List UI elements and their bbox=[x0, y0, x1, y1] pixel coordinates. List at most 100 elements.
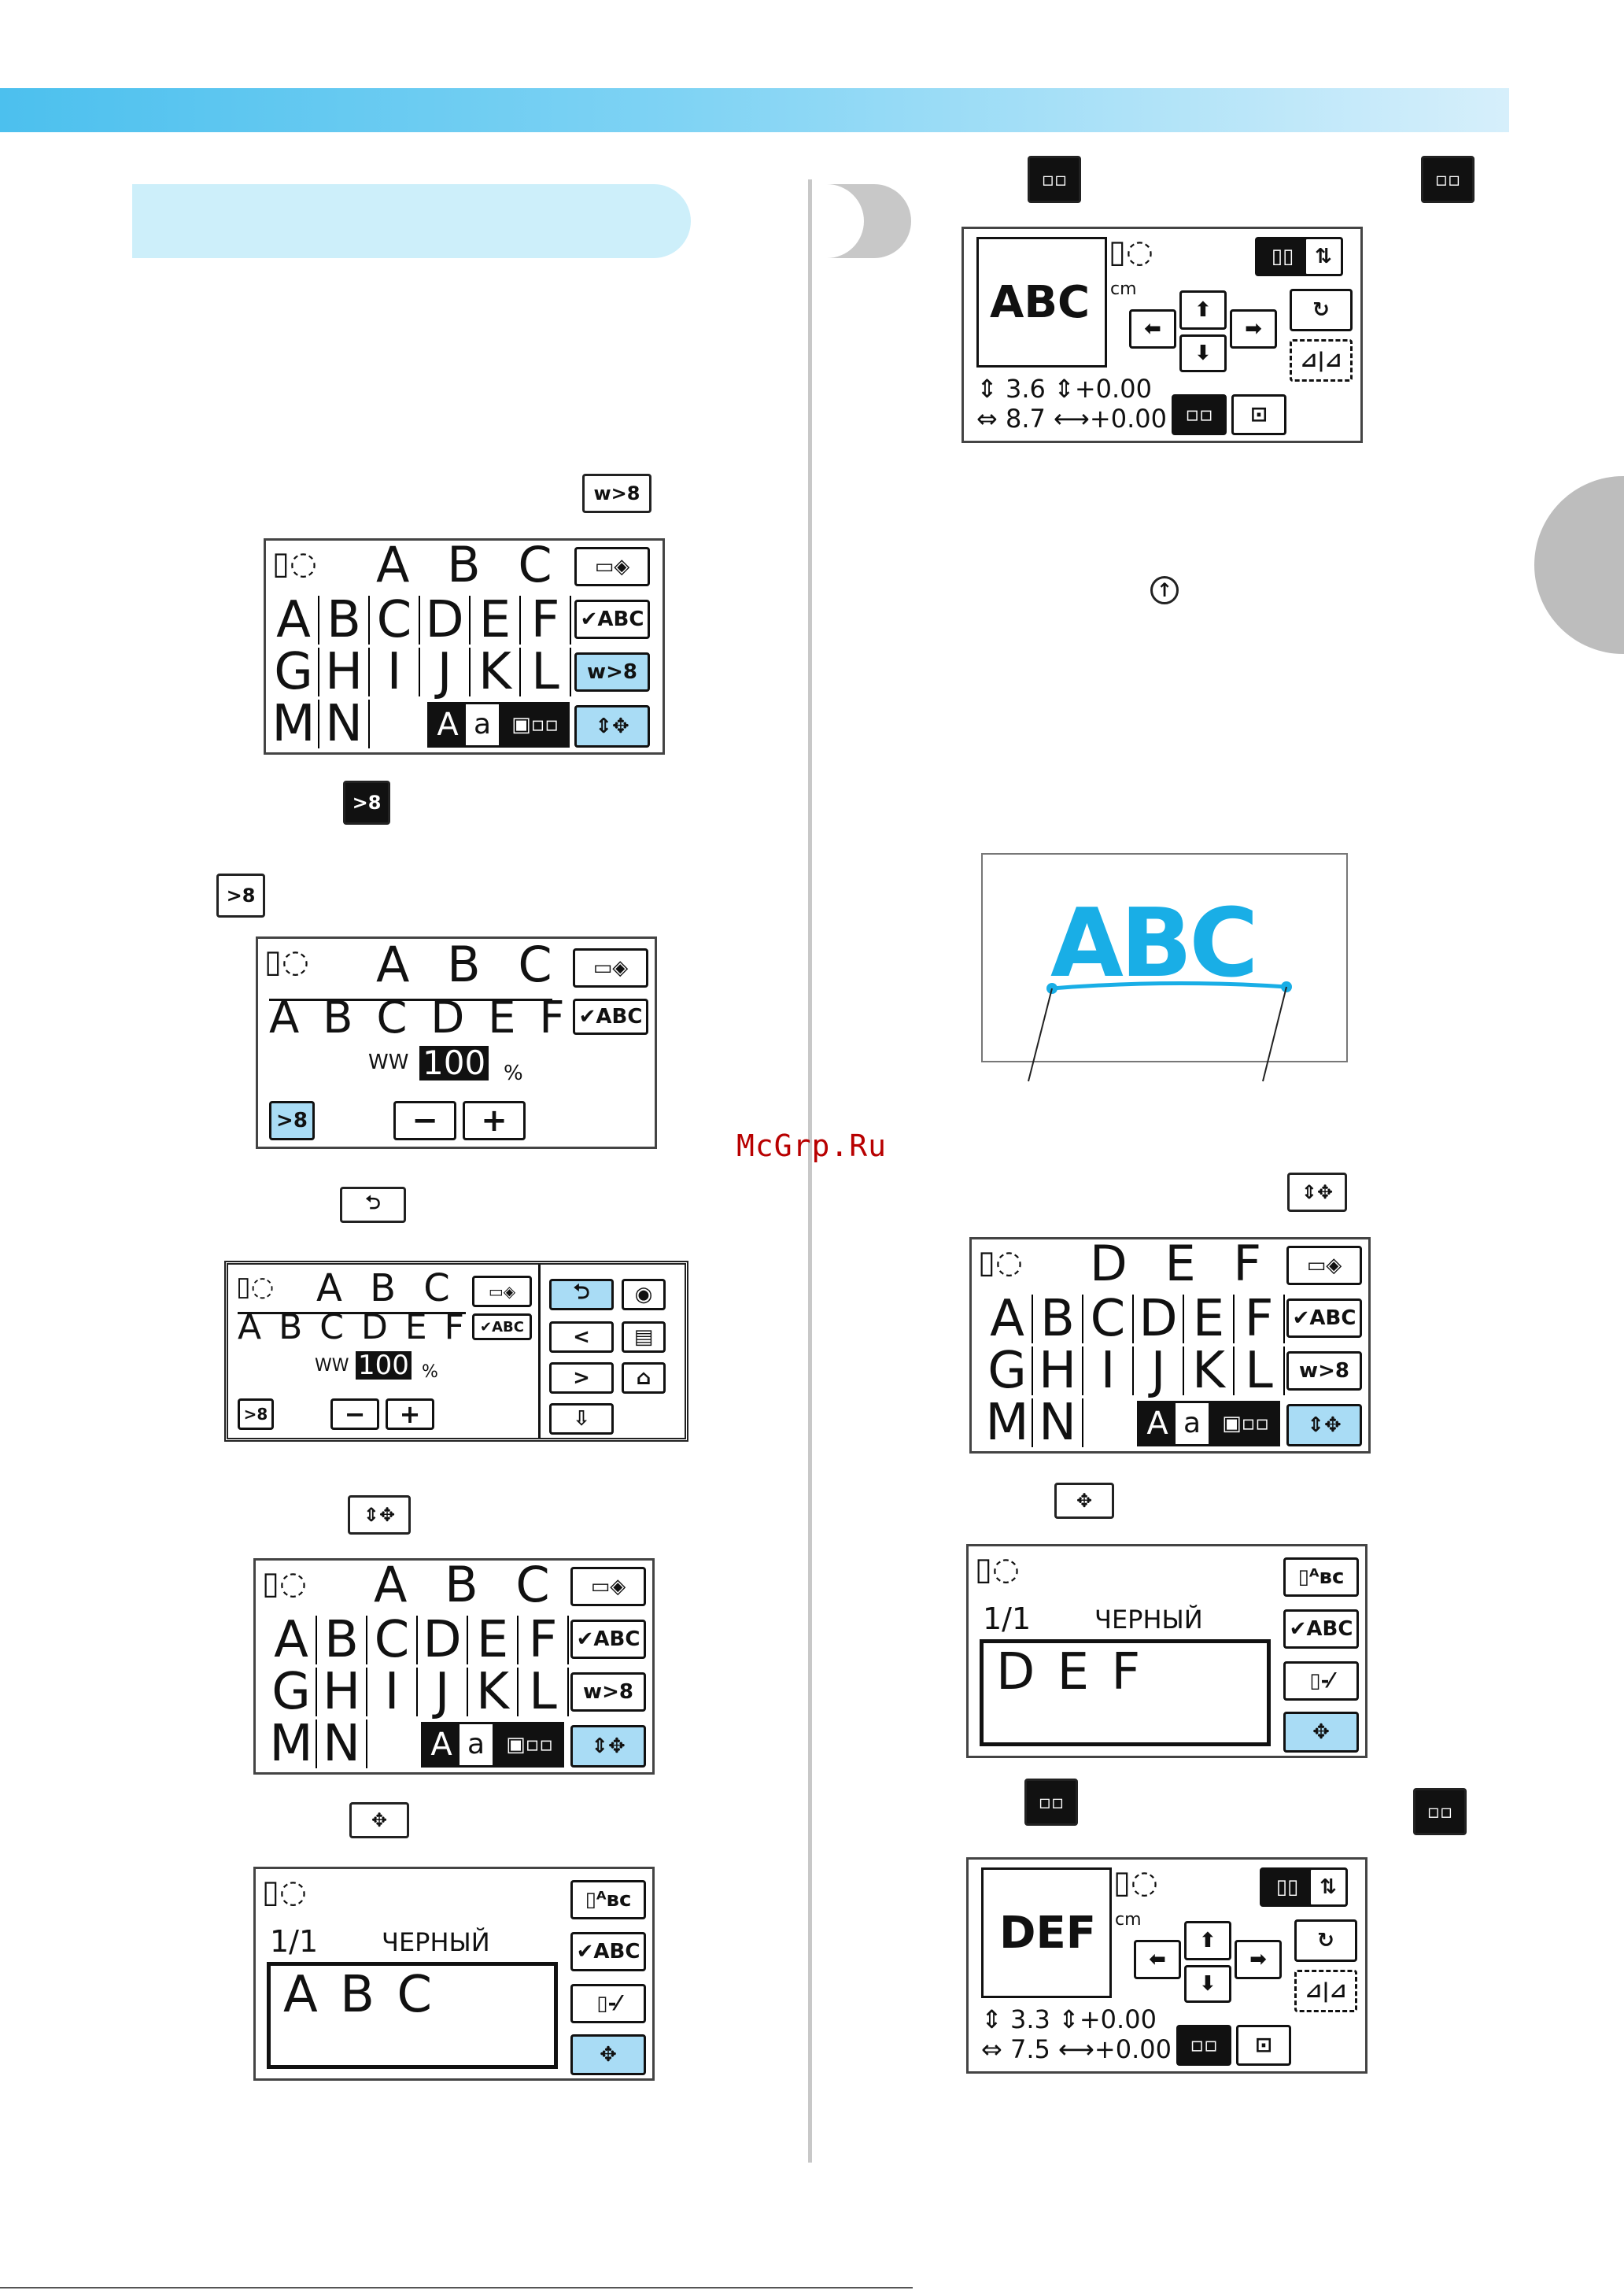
key-c[interactable]: C bbox=[367, 1615, 418, 1665]
key-f[interactable]: F bbox=[1235, 1294, 1285, 1344]
key-b[interactable]: B bbox=[319, 595, 370, 645]
trim-button[interactable]: >8 bbox=[238, 1398, 274, 1430]
up-arrow-button[interactable]: ⬆ bbox=[1179, 290, 1227, 330]
key-h[interactable]: H bbox=[317, 1667, 367, 1717]
key-j[interactable]: J bbox=[420, 647, 471, 697]
settings-button[interactable]: ⌂ bbox=[622, 1362, 666, 1394]
minus-button[interactable]: − bbox=[330, 1398, 379, 1430]
layout-button[interactable]: ⇕✥ bbox=[570, 1725, 646, 1768]
spacing-button[interactable]: ▣▫▫ bbox=[500, 702, 570, 748]
up-arrow-button[interactable]: ⬆ bbox=[1184, 1921, 1231, 1960]
key-m[interactable]: M bbox=[269, 699, 319, 749]
key-c[interactable]: C bbox=[370, 595, 420, 645]
key-e[interactable]: E bbox=[1184, 1294, 1235, 1344]
key-k[interactable]: K bbox=[1184, 1346, 1235, 1396]
key-n[interactable]: N bbox=[1033, 1398, 1083, 1448]
check-button[interactable]: ✔ABC bbox=[1283, 1609, 1359, 1649]
key-n[interactable]: N bbox=[319, 699, 370, 749]
down-arrow-button[interactable]: ⬇ bbox=[1184, 1965, 1231, 2003]
layout-toggle-button[interactable]: ▫▫ bbox=[1176, 2025, 1231, 2066]
adjust-button[interactable]: ▯-⁄ bbox=[570, 1984, 646, 2023]
right-arrow-button[interactable]: ➡ bbox=[1235, 1940, 1282, 1979]
embroidery-button[interactable]: ◉ bbox=[622, 1279, 666, 1310]
thread-color-button[interactable]: ▯ᴬʙᴄ bbox=[570, 1880, 646, 1919]
memory-button[interactable]: ▭◈ bbox=[1286, 1246, 1362, 1285]
spacing-button[interactable]: ▣▫▫ bbox=[1211, 1401, 1280, 1446]
frame-button[interactable]: ⊡ bbox=[1236, 2025, 1291, 2066]
memory-button[interactable]: ▭◈ bbox=[574, 547, 650, 586]
key-d[interactable]: D bbox=[418, 1615, 468, 1665]
layout-toggle-button[interactable]: ▫▫ bbox=[1172, 394, 1227, 435]
next-button[interactable]: > bbox=[549, 1362, 614, 1394]
key-h[interactable]: H bbox=[319, 647, 370, 697]
rotate-button[interactable]: ↻ bbox=[1294, 1919, 1357, 1962]
key-g[interactable]: G bbox=[267, 1667, 317, 1717]
check-button[interactable]: ✔ABC bbox=[570, 1932, 646, 1971]
thread-color-button[interactable]: ▯ᴬʙᴄ bbox=[1283, 1557, 1359, 1597]
memory-button[interactable]: ▭◈ bbox=[570, 1567, 646, 1606]
key-k[interactable]: K bbox=[468, 1667, 519, 1717]
key-m[interactable]: M bbox=[983, 1398, 1033, 1448]
right-arrow-button[interactable]: ➡ bbox=[1230, 309, 1277, 349]
check-button[interactable]: ✔ABC bbox=[574, 600, 650, 639]
key-l[interactable]: L bbox=[521, 647, 571, 697]
plus-button[interactable]: + bbox=[463, 1101, 526, 1140]
memory-button[interactable]: ▭◈ bbox=[573, 948, 648, 988]
rotate-button[interactable]: ↻ bbox=[1290, 289, 1353, 331]
key-d[interactable]: D bbox=[420, 595, 471, 645]
size-button[interactable]: ▯▯ bbox=[1255, 237, 1310, 276]
trim-button[interactable]: >8 bbox=[269, 1101, 315, 1140]
back-button[interactable]: ⮌ bbox=[549, 1279, 614, 1310]
key-f[interactable]: F bbox=[521, 595, 571, 645]
key-j[interactable]: J bbox=[1134, 1346, 1184, 1396]
key-f[interactable]: F bbox=[519, 1615, 569, 1665]
key-h[interactable]: H bbox=[1033, 1346, 1083, 1396]
layout-button[interactable]: ⇕✥ bbox=[574, 705, 650, 748]
plus-button[interactable]: + bbox=[386, 1398, 434, 1430]
key-a[interactable]: A bbox=[983, 1294, 1033, 1344]
key-l[interactable]: L bbox=[1235, 1346, 1285, 1396]
key-i[interactable]: I bbox=[1083, 1346, 1134, 1396]
key-l[interactable]: L bbox=[519, 1667, 569, 1717]
check-button[interactable]: ✔ABC bbox=[570, 1620, 646, 1659]
save-button[interactable]: ⇩ bbox=[549, 1403, 614, 1435]
spacing-button[interactable]: ▣▫▫ bbox=[495, 1722, 564, 1768]
key-b[interactable]: B bbox=[1033, 1294, 1083, 1344]
key-a[interactable]: A bbox=[269, 595, 319, 645]
frame-button[interactable]: ⊡ bbox=[1231, 394, 1286, 435]
check-button[interactable]: ✔ABC bbox=[1286, 1298, 1362, 1338]
key-i[interactable]: I bbox=[370, 647, 420, 697]
density-button[interactable]: w>8 bbox=[574, 652, 650, 692]
key-b[interactable]: B bbox=[317, 1615, 367, 1665]
density-button[interactable]: w>8 bbox=[1286, 1351, 1362, 1391]
stretch-button[interactable]: ⇅ bbox=[1308, 1867, 1348, 1907]
mirror-button[interactable]: ⊿|⊿ bbox=[1294, 1970, 1357, 2012]
key-j[interactable]: J bbox=[418, 1667, 468, 1717]
key-k[interactable]: K bbox=[471, 647, 521, 697]
move-button[interactable]: ✥ bbox=[1283, 1712, 1359, 1753]
left-arrow-button[interactable]: ⬅ bbox=[1129, 309, 1176, 349]
layout-button[interactable]: ⇕✥ bbox=[1286, 1404, 1362, 1446]
stretch-button[interactable]: ⇅ bbox=[1304, 237, 1343, 276]
key-m[interactable]: M bbox=[267, 1719, 317, 1769]
density-button[interactable]: w>8 bbox=[570, 1672, 646, 1712]
mirror-button[interactable]: ⊿|⊿ bbox=[1290, 339, 1353, 382]
check-button[interactable]: ✔ABC bbox=[472, 1313, 532, 1340]
adjust-button[interactable]: ▯-⁄ bbox=[1283, 1661, 1359, 1701]
key-a[interactable]: A bbox=[267, 1615, 317, 1665]
key-i[interactable]: I bbox=[367, 1667, 418, 1717]
memory-button[interactable]: ▭◈ bbox=[472, 1276, 532, 1307]
move-button[interactable]: ✥ bbox=[570, 2034, 646, 2075]
key-n[interactable]: N bbox=[317, 1719, 367, 1769]
document-button[interactable]: ▤ bbox=[622, 1321, 666, 1353]
key-g[interactable]: G bbox=[269, 647, 319, 697]
key-e[interactable]: E bbox=[471, 595, 521, 645]
key-g[interactable]: G bbox=[983, 1346, 1033, 1396]
key-e[interactable]: E bbox=[468, 1615, 519, 1665]
key-c[interactable]: C bbox=[1083, 1294, 1134, 1344]
minus-button[interactable]: − bbox=[393, 1101, 456, 1140]
left-arrow-button[interactable]: ⬅ bbox=[1134, 1940, 1181, 1979]
